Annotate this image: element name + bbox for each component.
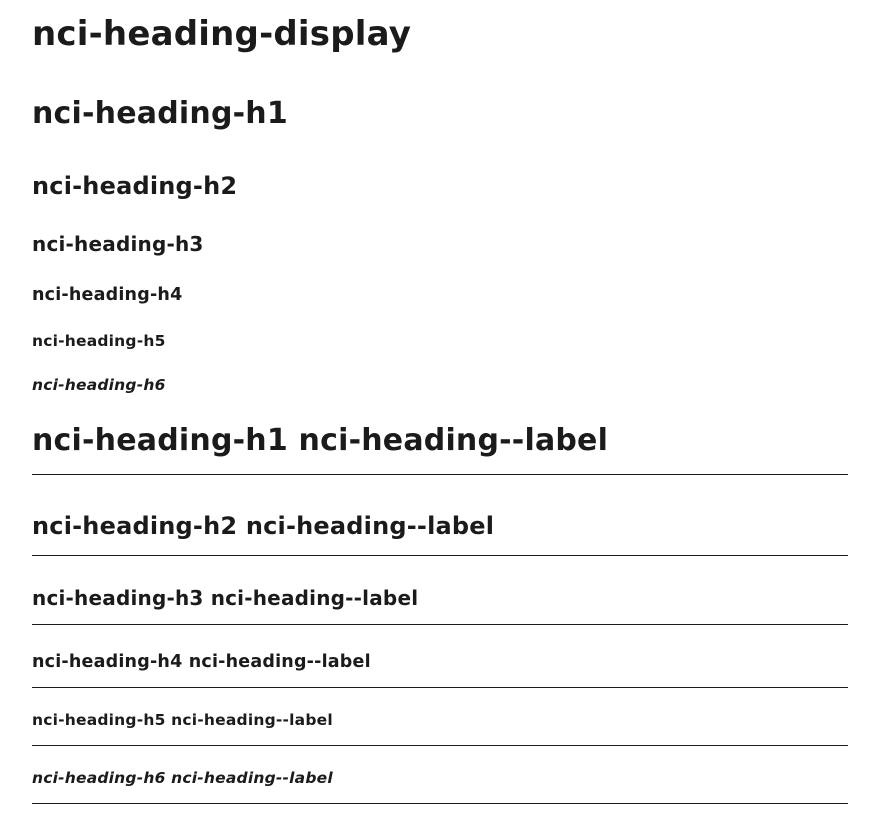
heading-h6-label: nci-heading-h6 nci-heading--label [32,770,848,804]
heading-display: nci-heading-display [32,14,412,54]
heading-h6: nci-heading-h6 [32,376,166,394]
heading-h5-label: nci-heading-h5 nci-heading--label [32,712,848,746]
heading-h4: nci-heading-h4 [32,285,183,305]
heading-h2: nci-heading-h2 [32,172,238,200]
heading-h2-label: nci-heading-h2 nci-heading--label [32,514,848,556]
heading-h5: nci-heading-h5 [32,332,166,350]
heading-h4-label: nci-heading-h4 nci-heading--label [32,653,848,688]
heading-h1-label: nci-heading-h1 nci-heading--label [32,426,848,475]
heading-h3: nci-heading-h3 [32,232,204,256]
heading-h3-label: nci-heading-h3 nci-heading--label [32,588,848,625]
heading-h1: nci-heading-h1 [32,96,288,131]
